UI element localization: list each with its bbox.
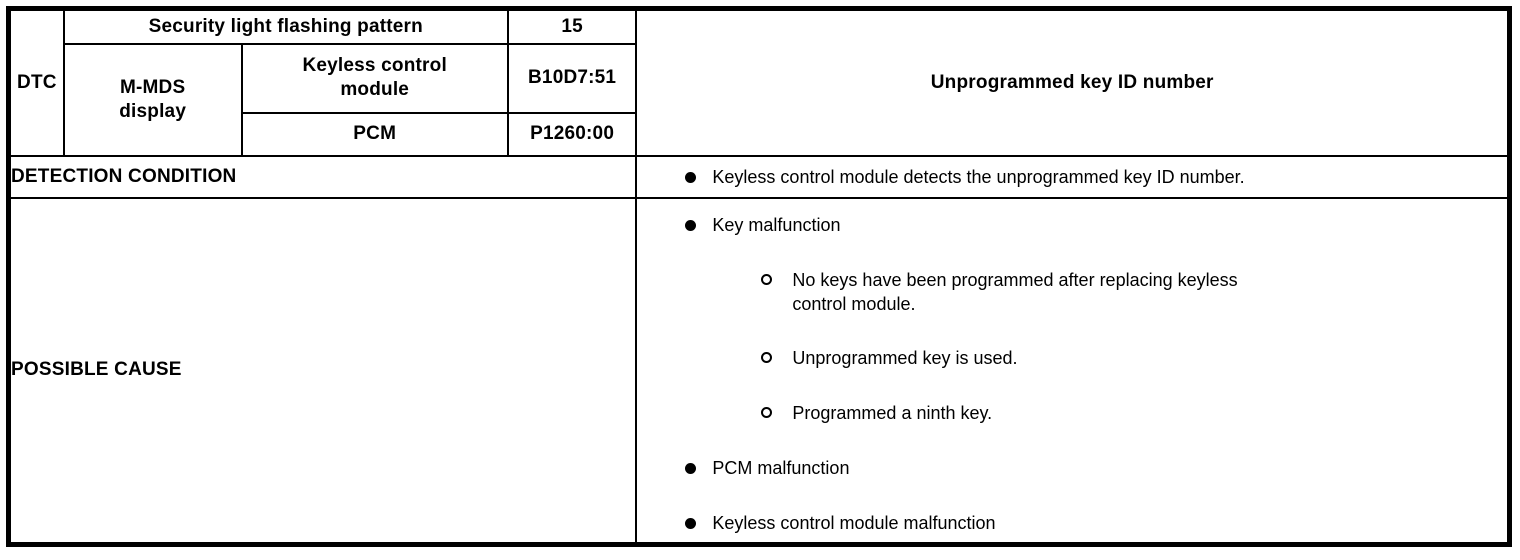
dtc-cell: DTC: [7, 7, 65, 157]
header-row-security: DTC Security light flashing pattern 15 U…: [7, 7, 1511, 157]
possible-cause-label: POSSIBLE CAUSE: [7, 196, 638, 546]
list-item: Keyless control module malfunction: [685, 511, 1497, 536]
keyless-module-label: Keyless control module: [240, 42, 509, 114]
detection-condition-row: DETECTION CONDITION Keyless control modu…: [7, 154, 1511, 199]
bullet-circle-icon: [761, 273, 773, 285]
keyless-module-code: B10D7:51: [506, 42, 638, 114]
cause-text: Keyless control module malfunction: [712, 512, 996, 533]
bullet-dot-icon: [685, 219, 697, 231]
dtc-description: Unprogrammed key ID number: [635, 7, 1511, 157]
bullet-circle-icon: [761, 351, 773, 363]
cause-sub-text: Programmed a ninth key.: [792, 402, 993, 423]
bullet-dot-icon: [685, 462, 697, 474]
mmds-display-label: M-MDS display: [62, 42, 243, 157]
dtc-table: DTC Security light flashing pattern 15 U…: [6, 6, 1512, 547]
security-light-pattern-value: 15: [506, 7, 638, 45]
detection-condition-cell: Keyless control module detects the unpro…: [635, 154, 1511, 199]
bullet-circle-icon: [761, 406, 773, 418]
cause-sub-text: No keys have been programmed after repla…: [792, 269, 1238, 314]
possible-cause-cell: Key malfunction No keys have been progra…: [635, 196, 1511, 546]
list-item: PCM malfunction: [685, 456, 1497, 481]
detection-condition-label: DETECTION CONDITION: [7, 154, 638, 199]
header-row-keyless: M-MDS display Keyless control module B10…: [9, 42, 1510, 157]
cause-sub-text: Unprogrammed key is used.: [792, 347, 1018, 368]
possible-cause-row: POSSIBLE CAUSE Key malfunction No keys h…: [7, 196, 1511, 546]
possible-cause-list: Key malfunction No keys have been progra…: [638, 200, 1507, 536]
detection-condition-text: Keyless control module detects the unpro…: [712, 166, 1245, 187]
security-light-pattern-label: Security light flashing pattern: [62, 7, 509, 45]
pcm-code: P1260:00: [506, 111, 638, 157]
cause-text: PCM malfunction: [712, 457, 850, 478]
list-sub-item: Programmed a ninth key.: [761, 401, 1497, 426]
header-row-pcm: PCM P1260:00: [9, 111, 1510, 157]
bullet-dot-icon: [685, 517, 697, 529]
list-sub-item: Unprogrammed key is used.: [761, 346, 1497, 371]
list-item: Key malfunction: [685, 213, 1497, 238]
cause-text: Key malfunction: [712, 214, 841, 235]
list-item: Keyless control module detects the unpro…: [685, 165, 1507, 189]
list-sub-item: No keys have been programmed after repla…: [761, 268, 1497, 316]
pcm-label: PCM: [240, 111, 509, 157]
bullet-dot-icon: [685, 171, 697, 183]
